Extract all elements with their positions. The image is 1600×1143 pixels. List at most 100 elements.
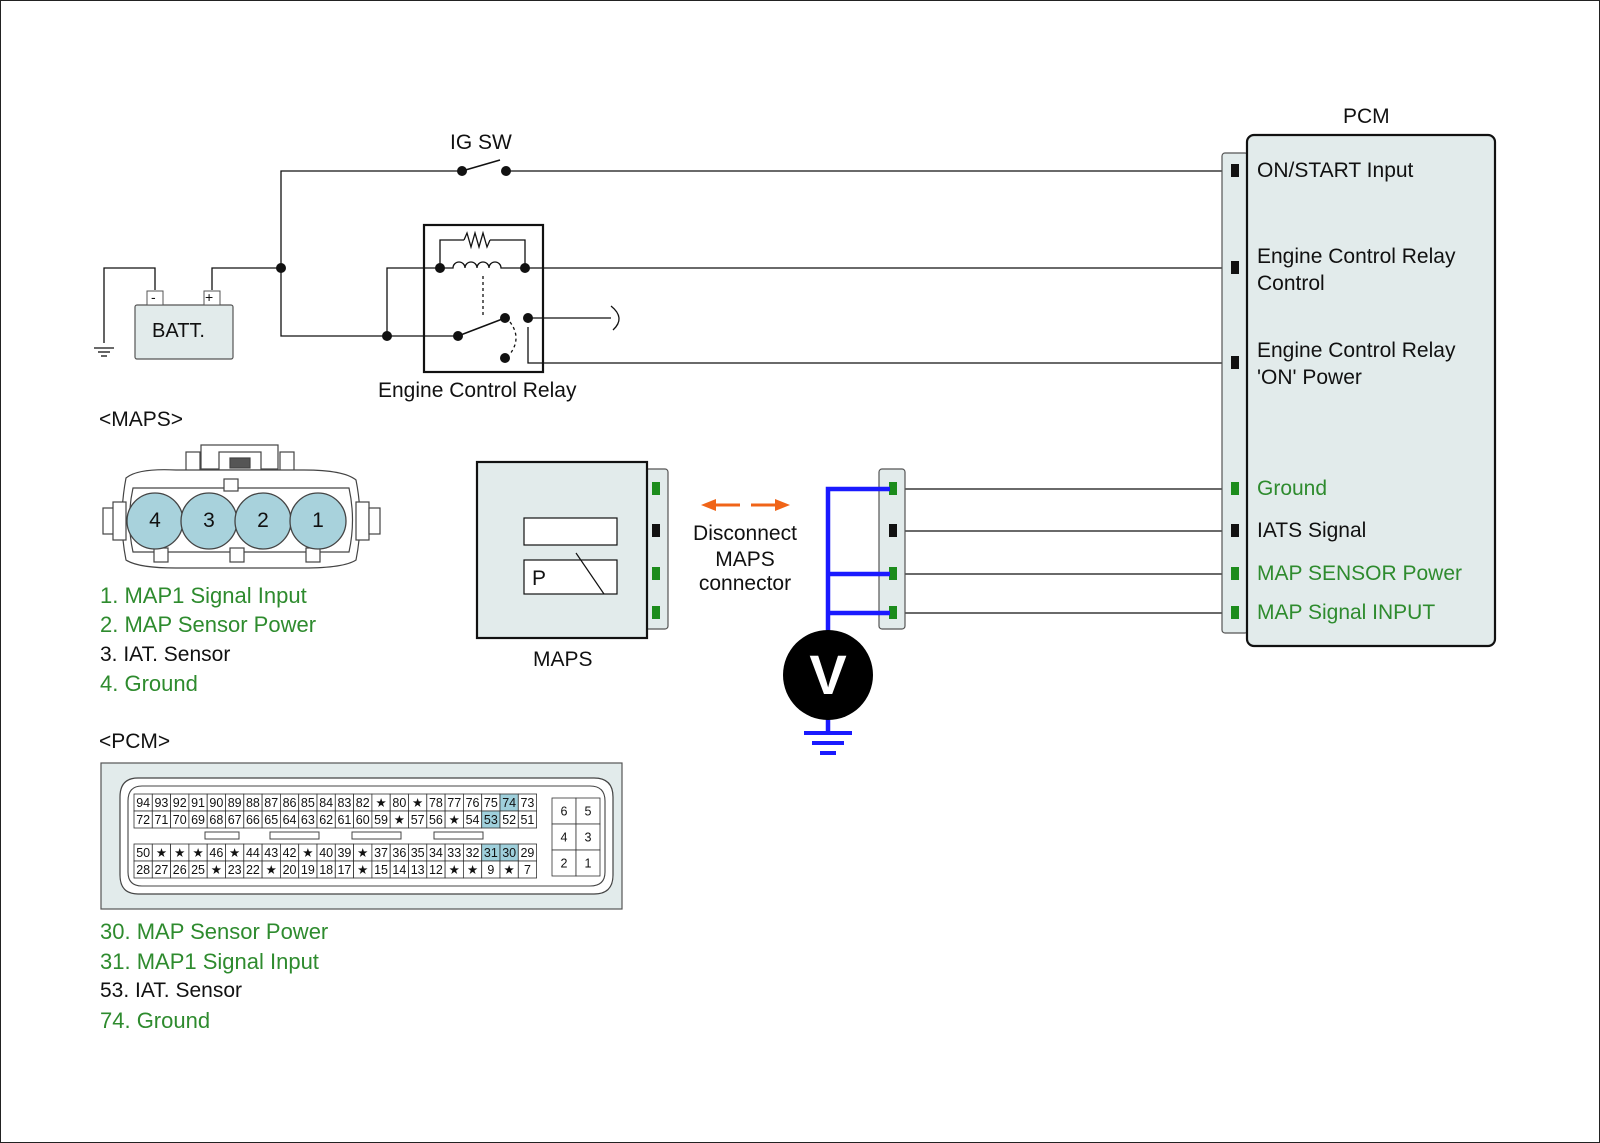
- voltmeter-symbol: V: [809, 643, 847, 706]
- pcm-pin-86-label: 86: [283, 796, 297, 810]
- maps-pin-1: 1: [312, 509, 324, 532]
- pcm-pin-68-label: 68: [209, 813, 223, 827]
- pcm-pin-43-label: 43: [264, 846, 278, 860]
- pcm-legend-74: 74. Ground: [100, 1008, 211, 1033]
- pcm-pin-51-cell: [517, 810, 537, 829]
- maps-legend-3: 3. IAT. Sensor: [100, 643, 231, 666]
- pcm-pin-30-label: 30: [502, 846, 516, 860]
- pcm-module-box: [1245, 133, 1497, 648]
- pcm-pin-blank-label: ★: [266, 863, 277, 877]
- pcm-pin-map-sensor-power: MAP SENSOR Power: [1257, 562, 1463, 585]
- pcm-small-pin-5-cell: [575, 797, 601, 825]
- pcm-pin-73-label: 73: [520, 796, 534, 810]
- pcm-pin-13-label: 13: [411, 863, 425, 877]
- pcm-pin-relay-control-2: Control: [1257, 272, 1325, 295]
- pcm-pin-blank-label: ★: [467, 863, 478, 877]
- maps-pin-3: 3: [203, 509, 215, 532]
- pcm-legend-53: 53. IAT. Sensor: [100, 979, 243, 1002]
- pcm-pin-22-label: 22: [246, 863, 260, 877]
- pcm-pin-63-label: 63: [301, 813, 315, 827]
- pcm-pin-12-label: 12: [429, 863, 443, 877]
- harness-pin-markers: [889, 482, 897, 619]
- pcm-legend-30: 30. MAP Sensor Power: [100, 919, 329, 944]
- pcm-small-pin-4-label: 4: [561, 831, 568, 845]
- pcm-connector-strip: [1221, 152, 1249, 634]
- pcm-pin-60-label: 60: [356, 813, 370, 827]
- pcm-pin-25-label: 25: [191, 863, 205, 877]
- maps-pin-markers: [652, 482, 660, 619]
- pcm-pin-75-label: 75: [484, 796, 498, 810]
- pcm-pin-relay-on-power-2: 'ON' Power: [1257, 366, 1362, 389]
- wires: [94, 159, 1232, 614]
- pcm-pin-7-label: 7: [524, 863, 531, 877]
- pcm-pin-67-label: 67: [228, 813, 242, 827]
- pcm-pin-31-label: 31: [484, 846, 498, 860]
- pcm-pin-33-label: 33: [447, 846, 461, 860]
- pcm-pin-7-cell: [517, 860, 537, 879]
- pcm-pin-35-label: 35: [411, 846, 425, 860]
- battery-box: [134, 304, 234, 360]
- pcm-pin-20-label: 20: [283, 863, 297, 877]
- disconnect-line-3: connector: [698, 572, 792, 595]
- pcm-pin-blank-label: ★: [449, 863, 460, 877]
- pcm-pin-57-label: 57: [411, 813, 425, 827]
- pcm-pin-19-label: 19: [301, 863, 315, 877]
- pcm-pin-markers: [1231, 164, 1239, 619]
- pcm-pin-54-label: 54: [466, 813, 480, 827]
- pcm-small-pin-5-label: 5: [585, 805, 592, 819]
- maps-p-label: P: [532, 567, 547, 590]
- pcm-pin-65-label: 65: [264, 813, 278, 827]
- pcm-pin-70-label: 70: [173, 813, 187, 827]
- pcm-small-pin-2-cell: [551, 849, 577, 877]
- pcm-pin-39-label: 39: [337, 846, 351, 860]
- pcm-pin-15-label: 15: [374, 863, 388, 877]
- pcm-pin-94-label: 94: [136, 796, 150, 810]
- battery-minus-terminal: [146, 290, 164, 306]
- pcm-pin-66-label: 66: [246, 813, 260, 827]
- maps-pin-4: 4: [149, 509, 161, 532]
- pcm-pin-76-label: 76: [466, 796, 480, 810]
- pcm-pin-on-start: ON/START Input: [1257, 159, 1414, 182]
- pcm-pin-56-label: 56: [429, 813, 443, 827]
- pcm-small-pin-6-label: 6: [561, 805, 568, 819]
- pcm-pin-relay-on-power: Engine Control Relay: [1257, 339, 1456, 362]
- ig-switch-label: IG SW: [450, 131, 512, 154]
- pcm-connector-keys: [204, 831, 484, 840]
- pcm-pin-69-label: 69: [191, 813, 205, 827]
- pcm-pin-37-label: 37: [374, 846, 388, 860]
- maps-legend-2: 2. MAP Sensor Power: [100, 612, 317, 637]
- pcm-pin-82-label: 82: [356, 796, 370, 810]
- maps-pin-2: 2: [257, 509, 269, 532]
- pcm-pin-64-label: 64: [283, 813, 297, 827]
- pcm-small-pin-3-label: 3: [585, 831, 592, 845]
- junction-dots: [276, 166, 533, 363]
- pcm-small-pin-6-cell: [551, 797, 577, 825]
- pcm-pin-ground: Ground: [1257, 477, 1328, 500]
- pcm-pin-32-label: 32: [466, 846, 480, 860]
- pcm-pin-85-label: 85: [301, 796, 315, 810]
- pcm-pin-80-label: 80: [392, 796, 406, 810]
- pcm-pin-42-label: 42: [283, 846, 297, 860]
- voltmeter-icon: [783, 630, 873, 720]
- pcm-pin-blank-label: ★: [174, 846, 185, 860]
- pcm-pin-62-label: 62: [319, 813, 333, 827]
- pcm-pin-36-label: 36: [392, 846, 406, 860]
- maps-connector-pins: [126, 492, 347, 550]
- pcm-pin-78-label: 78: [429, 796, 443, 810]
- maps-sensor-box: [475, 460, 649, 640]
- disconnect-line-2: MAPS: [715, 548, 775, 571]
- pcm-pin-blank-label: ★: [192, 846, 203, 860]
- pcm-pin-17-label: 17: [337, 863, 351, 877]
- pcm-small-pin-3-cell: [575, 823, 601, 851]
- pcm-pin-90-label: 90: [209, 796, 223, 810]
- pcm-pin-map-signal-input: MAP Signal INPUT: [1257, 601, 1436, 624]
- pcm-small-pin-1-label: 1: [585, 857, 592, 871]
- maps-sensor-label: MAPS: [533, 648, 593, 671]
- pcm-pin-91-label: 91: [191, 796, 205, 810]
- battery-plus-sign: +: [205, 289, 214, 305]
- pcm-pin-83-label: 83: [337, 796, 351, 810]
- pcm-pin-14-label: 14: [392, 863, 406, 877]
- pcm-pin-blank-label: ★: [412, 796, 423, 810]
